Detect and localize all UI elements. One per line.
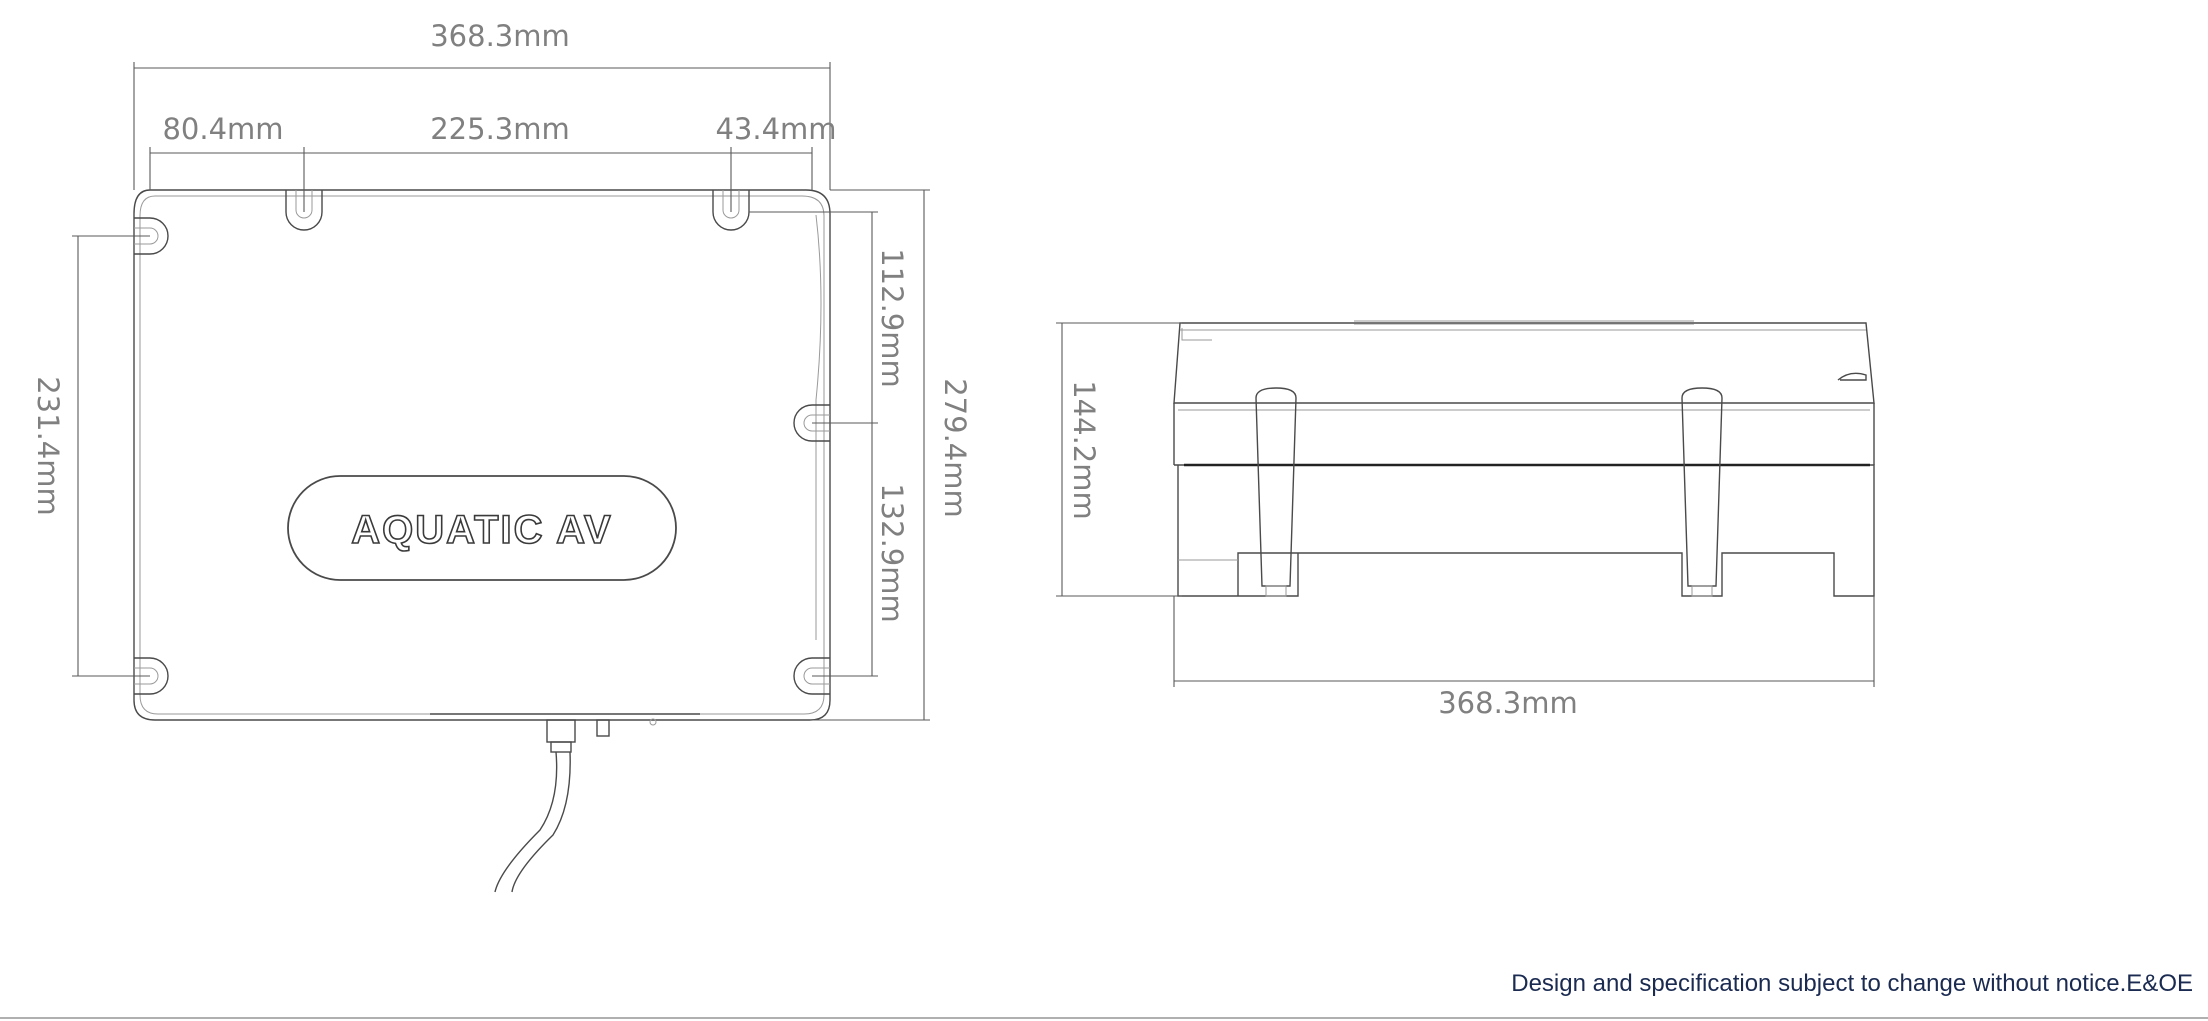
enclosure-side-bulge <box>815 214 822 640</box>
dim-lower-height-right-label: 132.9mm <box>875 483 909 623</box>
top-view: AQUATIC AV 368.3mm 80.4mm 225.3mm <box>31 19 972 893</box>
side-view: 144.2mm 368.3mm <box>1056 320 1875 720</box>
dim-upper-height-right-label: 112.9mm <box>875 248 909 388</box>
side-lid-notch <box>1837 372 1867 381</box>
indicator-dot <box>649 718 657 726</box>
dim-mount-height-left: 231.4mm <box>31 235 150 677</box>
mount-slot-left-upper <box>134 217 169 255</box>
mount-slot-top-left <box>285 190 323 231</box>
dim-offset-right-label: 43.4mm <box>715 112 836 146</box>
logo-badge: AQUATIC AV <box>287 475 677 581</box>
dim-slot-spacing-label: 225.3mm <box>430 112 570 146</box>
cable-gland <box>494 719 576 893</box>
dim-width-overall-label: 368.3mm <box>430 19 570 53</box>
side-lid <box>1173 322 1875 404</box>
side-lid-tab <box>1181 328 1212 341</box>
dim-height-overall: 279.4mm <box>810 189 972 721</box>
disclaimer-note: Design and specification subject to chan… <box>1511 970 2193 997</box>
dim-slot-chain: 80.4mm 225.3mm 43.4mm <box>149 112 837 212</box>
mount-slot-right-middle <box>793 404 830 442</box>
dim-mount-height-left-label: 231.4mm <box>31 376 65 516</box>
side-lid-vents <box>1354 320 1694 325</box>
mount-slot-left-lower <box>134 657 169 695</box>
dim-height-overall-label: 279.4mm <box>938 378 972 518</box>
enclosure-outline <box>133 189 831 721</box>
dim-side-width-label: 368.3mm <box>1438 686 1578 720</box>
dim-width-overall: 368.3mm <box>133 19 831 190</box>
small-connector <box>596 719 610 737</box>
bottom-rule <box>0 1017 2208 1019</box>
dim-offset-left-label: 80.4mm <box>162 112 283 146</box>
side-post-right <box>1681 387 1723 597</box>
side-post-left <box>1255 387 1297 597</box>
dim-side-width: 368.3mm <box>1173 596 1875 720</box>
mount-slot-top-right <box>712 190 750 231</box>
dim-side-height-label: 144.2mm <box>1067 380 1101 520</box>
logo-text: AQUATIC AV <box>351 508 612 552</box>
enclosure-inner-edge <box>139 195 825 715</box>
mount-slot-right-lower <box>793 657 830 695</box>
dim-side-height: 144.2mm <box>1056 322 1182 597</box>
dim-right-heights: 112.9mm 132.9mm <box>749 211 909 677</box>
side-base <box>1174 464 1875 597</box>
